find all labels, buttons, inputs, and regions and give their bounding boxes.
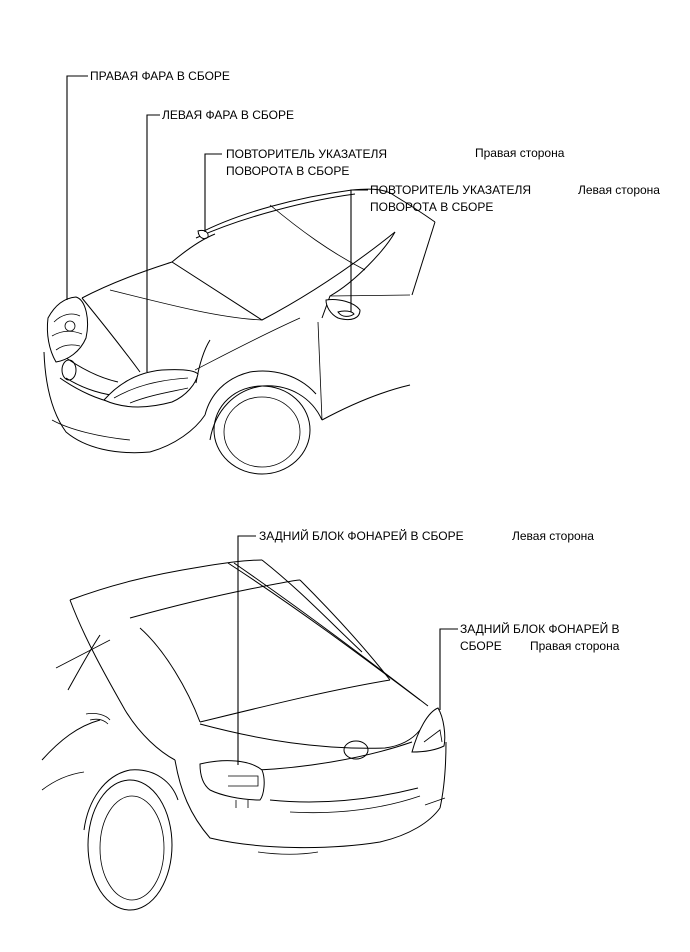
left-headlamp-part	[103, 369, 199, 408]
label-repeater-left-line2: ПОВОРОТА В СБОРЕ	[370, 200, 493, 214]
label-repeater-right-line2: ПОВОРОТА В СБОРЕ	[226, 164, 349, 178]
leader-left-headlamp	[146, 114, 160, 372]
right-headlamp-part	[46, 296, 89, 363]
label-repeater-right-side: Правая сторона	[475, 146, 565, 160]
turn-repeater-right-part	[197, 229, 209, 240]
label-right-tail-line1: ЗАДНИЙ БЛОК ФОНАРЕЙ В	[460, 621, 620, 636]
label-left-headlamp: ЛЕВАЯ ФАРА В СБОРЕ	[162, 108, 294, 122]
label-right-headlamp: ПРАВАЯ ФАРА В СБОРЕ	[90, 69, 230, 83]
leader-repeater-right	[204, 153, 222, 232]
rear-car-drawing	[41, 559, 447, 911]
label-repeater-left-line1: ПОВТОРИТЕЛЬ УКАЗАТЕЛЯ	[370, 183, 531, 197]
label-left-tail: ЗАДНИЙ БЛОК ФОНАРЕЙ В СБОРЕ	[259, 528, 464, 543]
left-tail-lamp-part	[199, 760, 265, 808]
label-repeater-right-line1: ПОВТОРИТЕЛЬ УКАЗАТЕЛЯ	[226, 147, 387, 161]
leader-repeater-left	[350, 189, 368, 312]
label-right-tail-line2: СБОРЕ	[460, 639, 502, 653]
leader-right-tail	[439, 628, 458, 710]
front-car-drawing	[43, 188, 436, 475]
label-right-tail-side: Правая сторона	[530, 639, 620, 653]
leader-left-tail	[237, 535, 256, 765]
leader-right-headlamp	[66, 75, 88, 300]
label-left-tail-side: Левая сторона	[512, 529, 594, 543]
turn-repeater-left-part	[337, 310, 355, 317]
right-tail-lamp-part	[411, 707, 446, 753]
label-repeater-left-side: Левая сторона	[578, 183, 660, 197]
